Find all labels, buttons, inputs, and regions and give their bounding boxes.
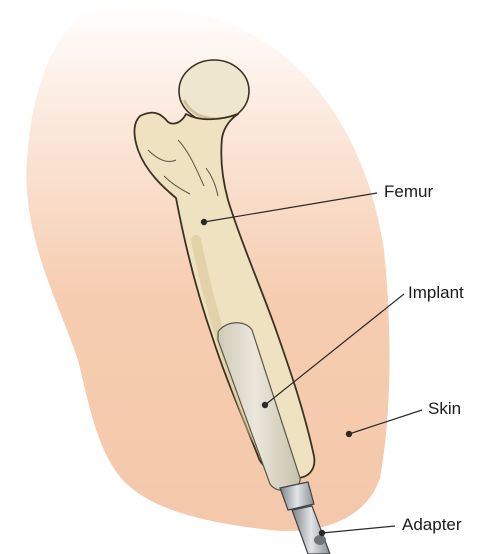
skin-anchor-dot [346,431,351,436]
femur-label: Femur [384,182,433,202]
skin-label: Skin [428,399,461,419]
adapter-anchor-dot [319,530,324,535]
implant-label: Implant [408,283,464,303]
femoral-head [179,60,249,122]
femur-anchor-dot [201,219,206,224]
adapter-label: Adapter [402,515,462,535]
adapter-tip [314,535,326,545]
implant-anchor-dot [262,402,267,407]
adapter-leader-line [322,526,395,533]
